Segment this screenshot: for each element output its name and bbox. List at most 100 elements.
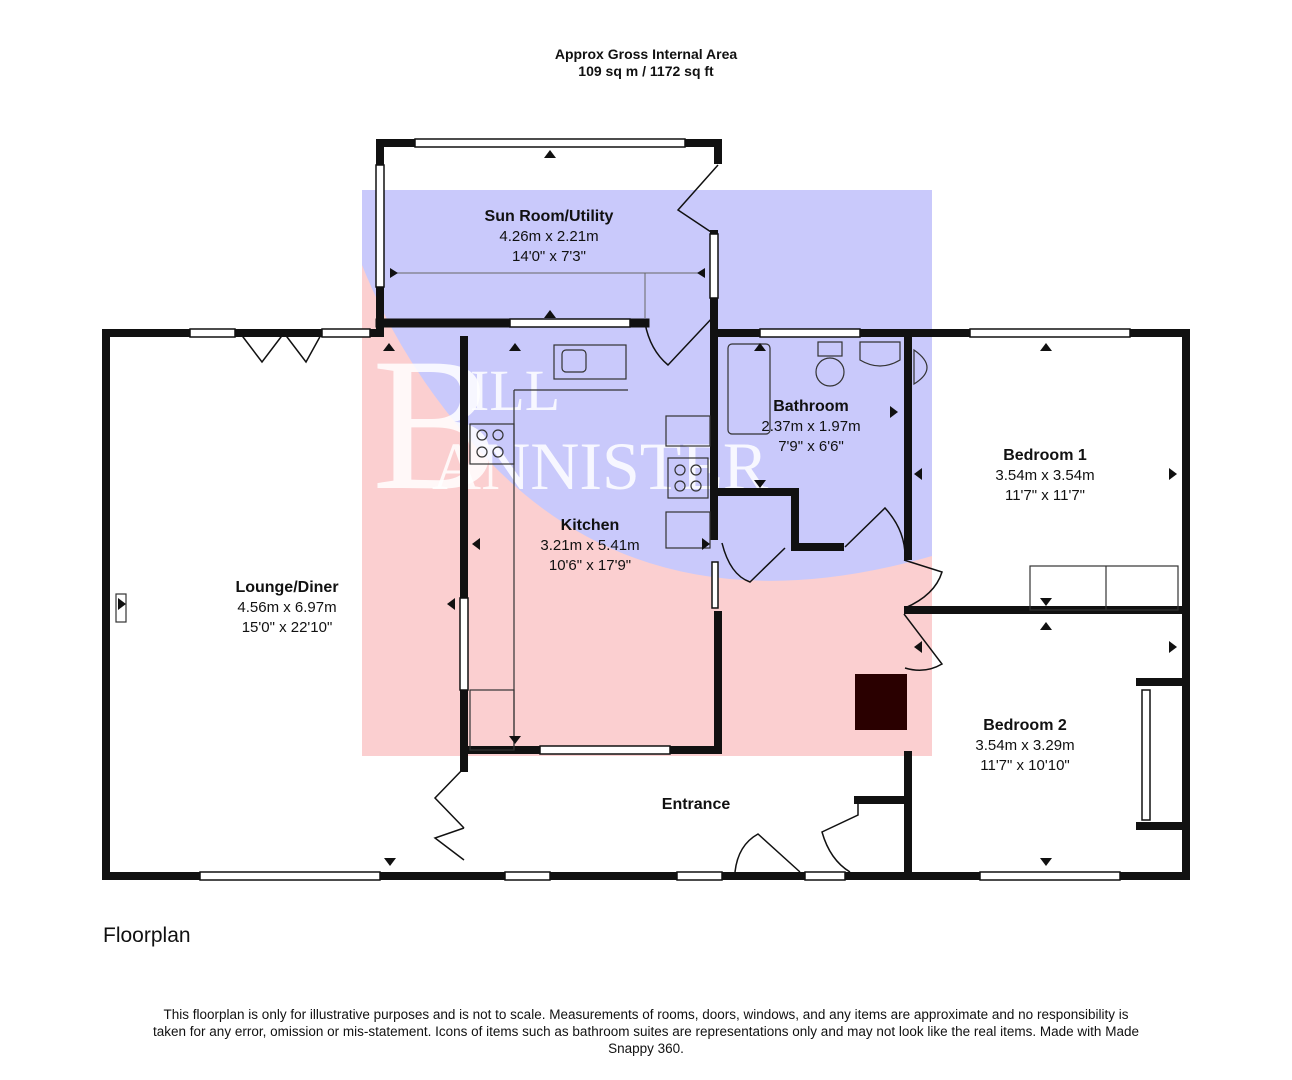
- room-bedroom-2: Bedroom 2 3.54m x 3.29m 11'7" x 10'10": [975, 717, 1074, 774]
- hob-ring: [476, 429, 488, 441]
- arrow-marker: [914, 468, 922, 480]
- arrow-marker: [1040, 622, 1052, 630]
- cupboard-door: [721, 542, 786, 583]
- hob-ring: [674, 464, 686, 476]
- arrow-marker: [544, 150, 556, 158]
- room-imperial: 11'7" x 11'7": [1005, 487, 1085, 504]
- room-name: Sun Room/Utility: [485, 208, 614, 225]
- hob-ring: [674, 480, 686, 492]
- room-name: Bedroom 1: [1003, 447, 1087, 464]
- room-imperial: 15'0" x 22'10": [242, 619, 333, 636]
- wardrobe: [1029, 565, 1179, 611]
- area-header-title: Approx Gross Internal Area: [554, 46, 738, 62]
- arrow-marker: [697, 268, 705, 278]
- toilet: [815, 357, 845, 387]
- arrow-marker: [509, 343, 521, 351]
- arrow-marker: [390, 268, 398, 278]
- room-metric: 4.26m x 2.21m: [499, 228, 598, 245]
- arrow-marker: [1040, 598, 1052, 606]
- sunroom-inner-door: [644, 315, 715, 367]
- window: [459, 597, 469, 691]
- dimension-guides: [390, 272, 705, 318]
- arrow-marker: [702, 538, 710, 550]
- arrow-marker: [544, 310, 556, 318]
- dimension-arrows: [118, 150, 1177, 866]
- toilet-cistern: [817, 341, 843, 357]
- room-labels: Sun Room/Utility 4.26m x 2.21m 14'0" x 7…: [235, 208, 1094, 813]
- fixtures: [115, 341, 1179, 751]
- bath: [727, 343, 771, 435]
- watermark: B ILL ANNISTER: [362, 190, 932, 756]
- window: [709, 233, 719, 299]
- doors: [239, 164, 944, 873]
- arrow-marker: [1169, 641, 1177, 653]
- sink-bowl: [561, 349, 587, 373]
- hob-ring: [492, 429, 504, 441]
- bedroom1-door: [903, 559, 943, 609]
- worktop: [665, 511, 711, 549]
- arrow-marker: [754, 480, 766, 488]
- chimney-breast: [855, 674, 907, 730]
- room-kitchen: Kitchen 3.21m x 5.41m 10'6" x 17'9": [540, 517, 639, 574]
- room-metric: 4.56m x 6.97m: [237, 599, 336, 616]
- sink: [553, 344, 627, 380]
- cooker: [667, 457, 709, 499]
- room-name: Bathroom: [773, 398, 849, 415]
- cupboard-wall: [718, 488, 844, 551]
- arrow-marker: [447, 598, 455, 610]
- arrow-marker: [509, 736, 521, 744]
- arrow-marker: [914, 641, 922, 653]
- fireplace: [115, 593, 127, 623]
- arrow-marker: [384, 858, 396, 866]
- disclaimer-text: This floorplan is only for illustrative …: [153, 1007, 1139, 1056]
- window: [759, 328, 861, 338]
- window: [414, 138, 686, 148]
- window: [969, 328, 1131, 338]
- window: [375, 164, 385, 288]
- room-imperial: 14'0" x 7'3": [512, 248, 586, 265]
- room-imperial: 11'7" x 10'10": [980, 757, 1070, 774]
- bedroom2-door: [903, 613, 944, 671]
- window: [189, 328, 236, 338]
- arrow-marker: [383, 343, 395, 351]
- worktop: [665, 415, 711, 447]
- bathroom-door: [844, 506, 906, 557]
- room-name: Kitchen: [561, 517, 620, 534]
- arrow-marker: [1169, 468, 1177, 480]
- front-door: [734, 833, 801, 873]
- arrow-marker: [1040, 343, 1052, 351]
- room-name: Lounge/Diner: [235, 579, 338, 596]
- window: [1141, 689, 1151, 821]
- window: [509, 318, 631, 328]
- hob: [469, 423, 515, 465]
- basin: [859, 341, 901, 367]
- room-metric: 3.54m x 3.54m: [995, 467, 1094, 484]
- watermark-letter-b: B: [372, 320, 499, 530]
- french-door: [239, 332, 285, 364]
- arrow-marker: [890, 406, 898, 418]
- room-imperial: 7'9" x 6'6": [778, 438, 844, 455]
- area-header-size: 109 sq m / 1172 sq ft: [578, 63, 714, 79]
- hob-ring: [690, 464, 702, 476]
- hob-ring: [690, 480, 702, 492]
- window: [804, 871, 846, 881]
- entrance-door: [433, 767, 465, 829]
- window: [504, 871, 551, 881]
- room-metric: 3.21m x 5.41m: [540, 537, 639, 554]
- room-bathroom: Bathroom 2.37m x 1.97m 7'9" x 6'6": [761, 398, 860, 455]
- basin-bedroom: [913, 348, 928, 386]
- arrow-marker: [118, 598, 126, 610]
- window: [979, 871, 1121, 881]
- hob-ring: [476, 446, 488, 458]
- hob-ring: [492, 446, 504, 458]
- room-metric: 3.54m x 3.29m: [975, 737, 1074, 754]
- french-door: [283, 332, 323, 364]
- arrow-marker: [754, 343, 766, 351]
- room-lounge-diner: Lounge/Diner 4.56m x 6.97m 15'0" x 22'10…: [235, 579, 338, 636]
- windows: [189, 138, 1151, 881]
- entrance-door: [433, 827, 465, 861]
- appliance: [469, 689, 515, 751]
- room-sun-room: Sun Room/Utility 4.26m x 2.21m 14'0" x 7…: [485, 208, 614, 265]
- room-name: Entrance: [662, 796, 731, 813]
